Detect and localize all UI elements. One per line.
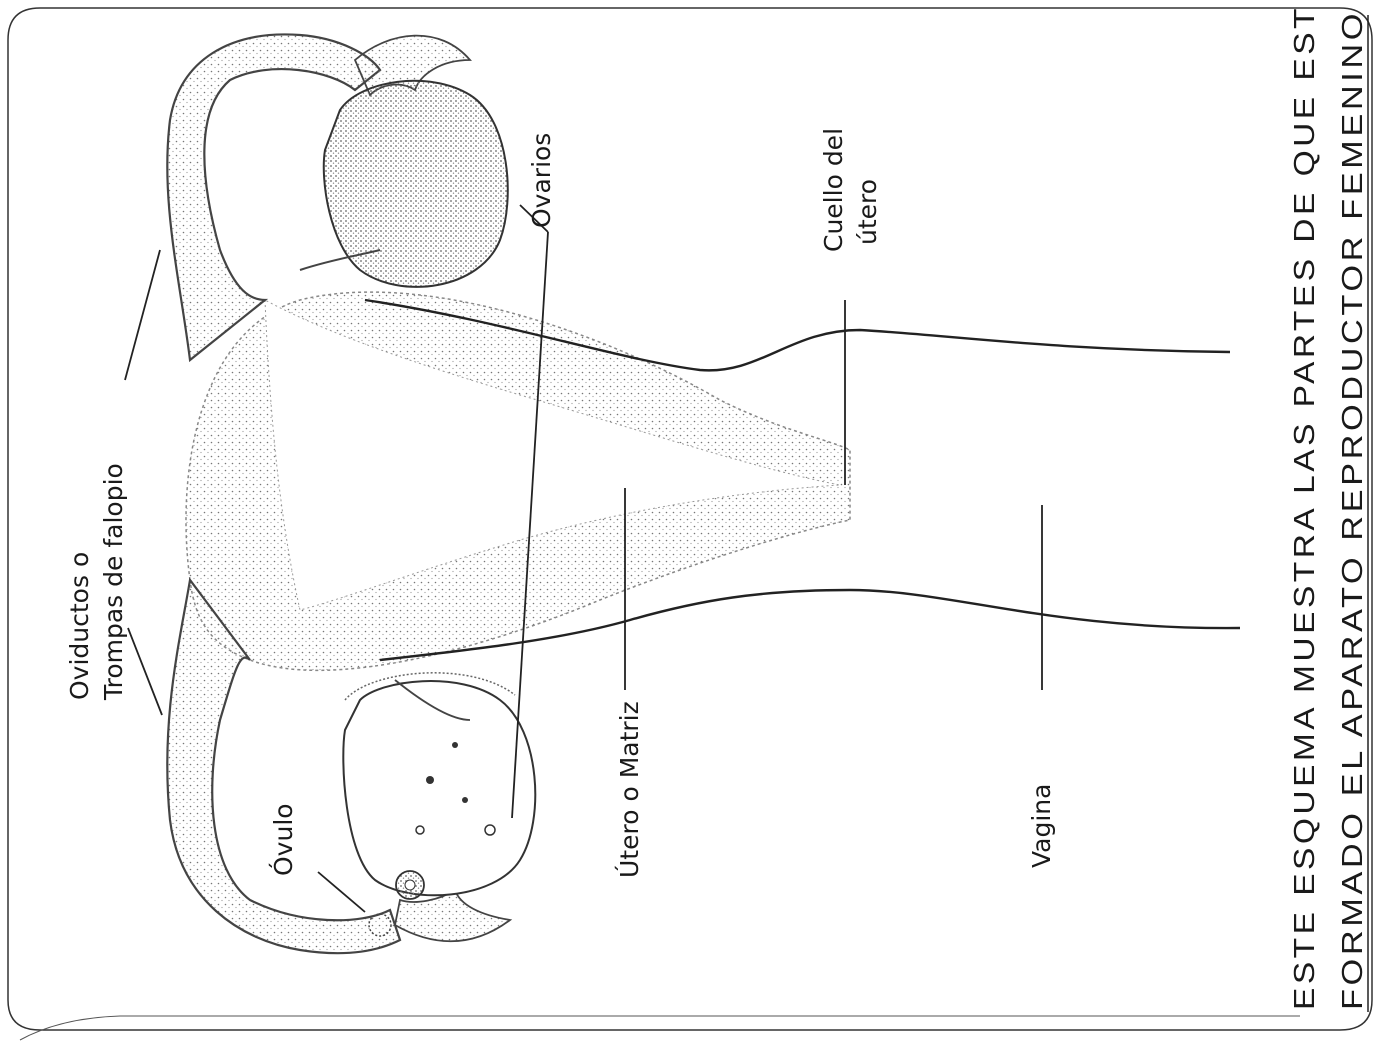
leader-ovulo <box>318 872 365 912</box>
label-cuello-line2: útero <box>853 179 882 245</box>
label-oviductos-line2: Trompas de falopio <box>99 463 128 701</box>
follicle-dot <box>452 742 458 748</box>
label-ovarios: Ovarios <box>527 133 556 228</box>
label-cuello-line1: Cuello del <box>819 128 848 252</box>
follicle-dot <box>426 776 434 784</box>
caption-line1: ESTE ESQUEMA MUESTRA LAS PARTES DE QUE E… <box>1289 5 1321 1010</box>
label-utero: Útero o Matriz <box>614 701 644 878</box>
leader-oviductos-upper <box>125 250 160 380</box>
label-oviductos-line1: Oviductos o <box>65 552 94 700</box>
label-vagina: Vagina <box>1027 784 1056 868</box>
leader-oviductos-lower <box>128 628 162 715</box>
ovum-nucleus <box>405 880 415 890</box>
caption-line2: FORMADO EL APARATO REPRODUCTOR FEMENINO <box>1337 10 1369 1010</box>
lower-ovary <box>343 681 535 895</box>
label-ovulo: Óvulo <box>268 803 298 876</box>
inner-frame-bottom <box>20 1016 1300 1040</box>
follicle-dot <box>462 797 468 803</box>
